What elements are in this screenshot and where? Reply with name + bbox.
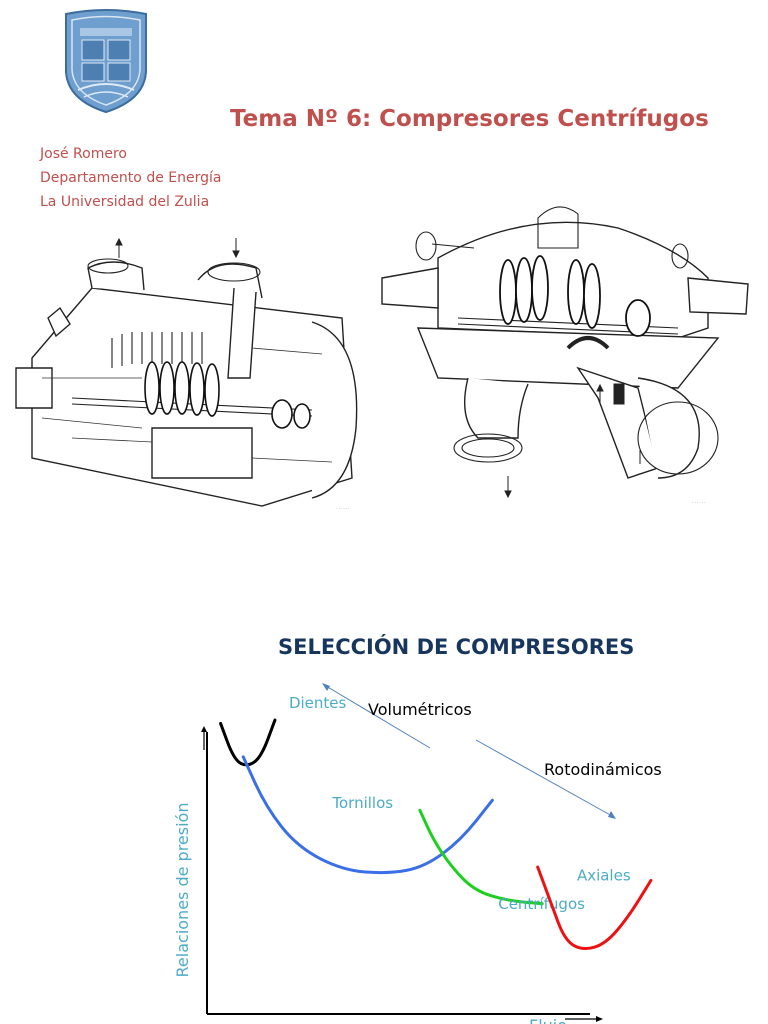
series-label-centrifugos: Centrífugos [498,895,585,913]
rotodynamic-arrow [475,739,613,817]
figure-code-right: · · · · · · [692,500,706,505]
series-label-tornillos: Tornillos [331,794,393,812]
author-name: José Romero [40,146,127,162]
university-seal-logo [65,9,147,114]
series-line-tornillos [241,755,494,875]
rotodynamic-arrowhead [608,811,616,819]
y-axis-label: Relaciones de presión [173,803,192,978]
compressor-selection-chart: Volumétricos Rotodinámicos Relaciones de… [173,683,662,1024]
barrel-compressor-drawing [381,206,749,499]
author-university: La Universidad del Zulia [40,194,210,210]
author-block: José Romero Departamento de Energía La U… [40,142,221,214]
volumetric-arrowhead [322,683,330,691]
series-line-axiales [536,865,653,951]
series-label-axiales: Axiales [577,866,631,884]
horizontal-split-compressor-drawing [15,237,358,507]
x-axis-arrowhead [596,1016,603,1022]
selection-title: SELECCIÓN DE COMPRESORES [278,635,635,659]
x-axis-label: Flujo [529,1016,567,1024]
series-label-dientes: Dientes [289,694,347,712]
series-line-dientes [219,718,277,767]
slide-title-text: Tema Nº 6: Compresores Centrífugos [230,106,709,132]
author-department: Departamento de Energía [40,170,222,186]
volumetric-arrow [325,685,431,749]
slide-title: Tema Nº 6: Compresores Centrífugos José … [15,9,749,511]
slide-compressor-selection: SELECCIÓN DE COMPRESORES Volumétricos Ro… [0,600,768,1024]
annotation-volumetricos: Volumétricos [368,700,472,719]
series-line-centrifugos [418,808,544,906]
y-axis-arrowhead [201,726,207,732]
annotation-rotodinamicos: Rotodinámicos [544,760,662,779]
figure-code-left: · · · · · · [336,506,350,511]
